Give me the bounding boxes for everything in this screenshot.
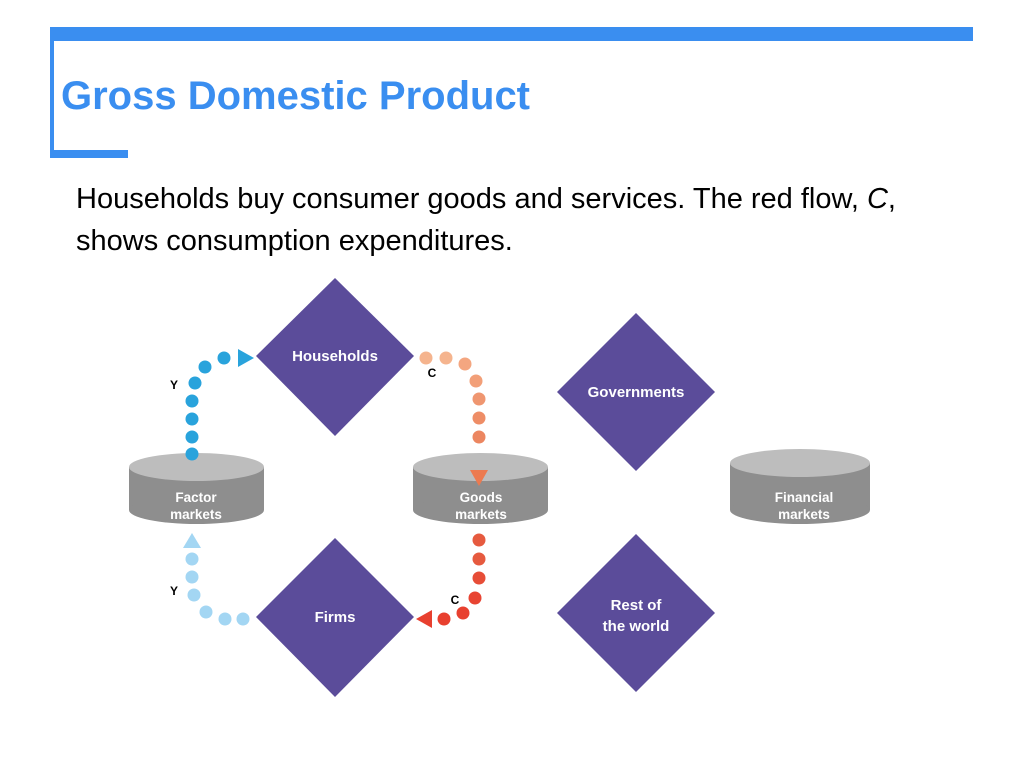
- goods-markets-label-line2: markets: [455, 507, 507, 522]
- income-flow-dot: [198, 360, 212, 374]
- rest-of-world-diamond: [557, 534, 715, 692]
- body-text-start: Households buy consumer goods and servic…: [76, 183, 867, 215]
- body-text-end: , shows consumption expenditures.: [76, 183, 896, 257]
- governments-label: Governments: [588, 384, 685, 401]
- consumption-flow-dot: [472, 552, 486, 566]
- consumption-flow-label-top: C: [428, 366, 437, 380]
- consumption-flow-dot: [468, 591, 482, 605]
- consumption-flow-dot: [472, 411, 486, 425]
- firms-diamond: [256, 538, 414, 697]
- body-text-italic: C: [866, 183, 888, 215]
- income-flow-dot: [185, 412, 199, 426]
- financial-markets-label-line2: markets: [778, 507, 830, 522]
- income-flow-dot: [217, 351, 231, 365]
- consumption-flow-arrowhead: [416, 610, 432, 628]
- income-flow-arrowhead: [238, 349, 254, 367]
- households-diamond: [256, 278, 414, 436]
- goods-markets-label-line1: Goods: [460, 490, 503, 505]
- governments-diamond: [557, 313, 715, 471]
- consumption-flow-dot: [472, 430, 486, 444]
- income-flow-dot: [185, 394, 199, 408]
- financial-markets-label-line1: Financial: [775, 490, 834, 505]
- consumption-flow-dot: [472, 571, 486, 585]
- rest-of-world-label-line1: Rest of: [611, 597, 663, 614]
- households-label: Households: [292, 348, 378, 365]
- consumption-flow-dot: [469, 374, 483, 388]
- header-bar-left: [50, 27, 54, 158]
- income-flow-from-firms: [183, 533, 250, 626]
- consumption-flow-dot: [472, 392, 486, 406]
- consumption-flow-dot: [439, 351, 453, 365]
- income-flow-dot: [188, 376, 202, 390]
- consumption-flow-arrowhead: [470, 470, 488, 486]
- firms-label: Firms: [315, 609, 356, 626]
- consumption-flow-dot: [458, 357, 472, 371]
- consumption-flow-to-firms: [416, 533, 486, 628]
- consumption-flow-to-goods-markets: [419, 351, 488, 486]
- income-flow-to-households: [185, 349, 254, 461]
- income-flow-dot: [185, 570, 199, 584]
- consumption-flow-dot: [472, 533, 486, 547]
- consumption-flow-dot: [456, 606, 470, 620]
- income-flow-dot: [185, 430, 199, 444]
- rest-of-world-label-line2: the world: [603, 618, 670, 635]
- consumption-flow-dot: [419, 351, 433, 365]
- income-flow-dot: [218, 612, 232, 626]
- slide-body-text: Households buy consumer goods and servic…: [76, 178, 956, 262]
- income-flow-dot: [236, 612, 250, 626]
- factor-markets-label-line2: markets: [170, 507, 222, 522]
- header-bar-bottom: [50, 150, 128, 158]
- income-flow-arrowhead: [183, 533, 201, 548]
- income-flow-dot: [185, 552, 199, 566]
- slide-title: Gross Domestic Product: [61, 74, 531, 118]
- consumption-flow-dot: [437, 612, 451, 626]
- income-flow-label-top: Y: [170, 378, 178, 392]
- factor-markets-cylinder: [129, 453, 264, 524]
- income-flow-dot: [185, 447, 199, 461]
- income-flow-dot: [199, 605, 213, 619]
- factor-markets-label-line1: Factor: [175, 490, 217, 505]
- income-flow-dot: [187, 588, 201, 602]
- financial-markets-cylinder: [730, 449, 870, 524]
- header-bar-top: [50, 27, 973, 41]
- income-flow-label-bottom: Y: [170, 584, 178, 598]
- consumption-flow-label-bottom: C: [451, 593, 460, 607]
